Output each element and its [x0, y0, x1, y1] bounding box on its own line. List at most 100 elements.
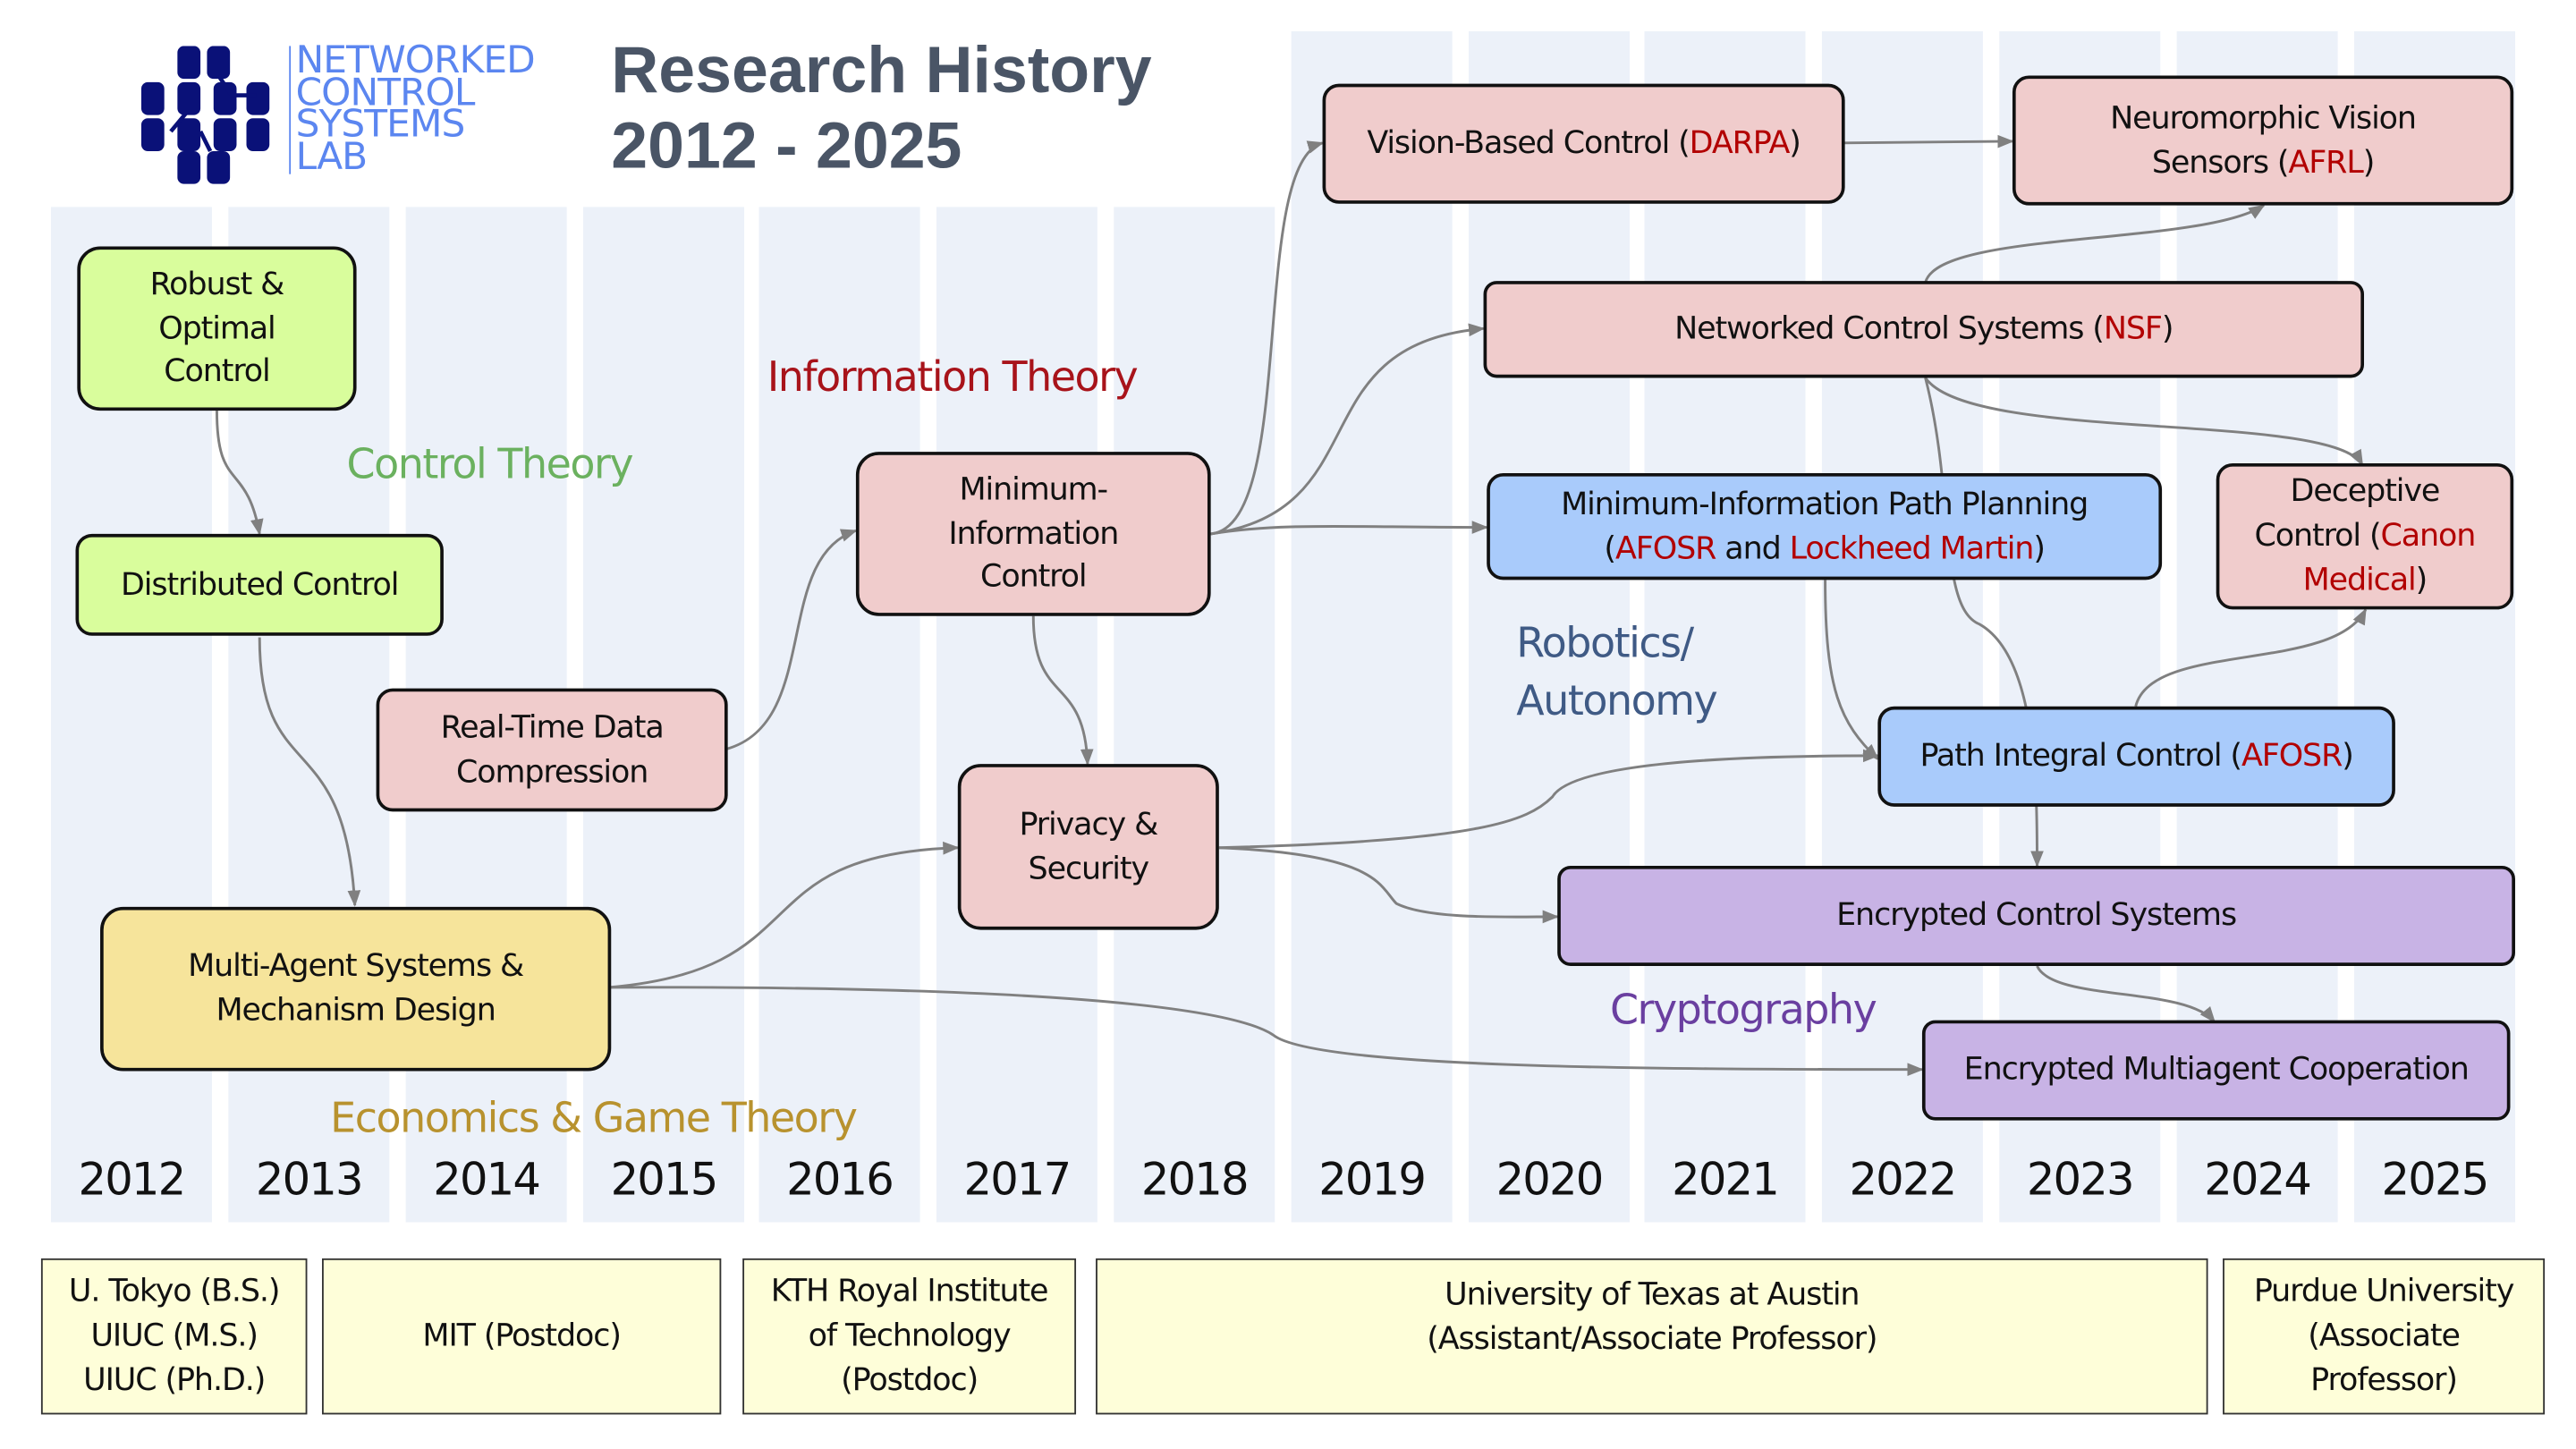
sponsor-darpa: DARPA	[1689, 124, 1791, 162]
circuit-grid-logo-icon	[140, 46, 270, 184]
year-band-2019	[1291, 30, 1453, 1223]
node-text: Robust &	[149, 265, 285, 302]
year-label-2020: 2020	[1496, 1155, 1605, 1207]
institution-text: Professor)	[2310, 1361, 2458, 1399]
paren: )	[1789, 124, 1801, 162]
node-networked-control-systems: Networked Control Systems (NSF)	[1483, 281, 2365, 378]
node-multi-agent-systems: Multi-Agent Systems & Mechanism Design	[100, 906, 612, 1072]
node-encrypted-multiagent-cooperation: Encrypted Multiagent Cooperation	[1921, 1020, 2511, 1121]
node-real-time-data-compression: Real-Time Data Compression	[376, 688, 728, 812]
year-label-2015: 2015	[610, 1155, 719, 1207]
year-label-2017: 2017	[963, 1155, 1072, 1207]
institution-text: MIT (Postdoc)	[422, 1318, 622, 1354]
node-distributed-control: Distributed Control	[75, 533, 444, 636]
year-label-2018: 2018	[1140, 1155, 1250, 1207]
node-privacy-security: Privacy & Security	[957, 764, 1219, 930]
lab-name-line: SYSTEMS	[295, 103, 466, 147]
lab-name: NETWORKED CONTROL SYSTEMS LAB	[289, 39, 536, 179]
node-text: Security	[1028, 850, 1150, 886]
paren: )	[2415, 562, 2428, 598]
area-label-economics-game-theory: Economics & Game Theory	[330, 1094, 858, 1142]
paren: )	[2033, 530, 2046, 566]
institution-text: KTH Royal Institute	[770, 1273, 1049, 1309]
institution-text: U. Tokyo (B.S.)	[68, 1273, 281, 1309]
node-minimum-information-path-planning: Minimum-Information Path Planning (AFOSR…	[1487, 472, 2163, 580]
node-text: Control (Canon	[2255, 514, 2477, 559]
year-label-2013: 2013	[255, 1155, 364, 1207]
institution-text: UIUC (M.S.)	[90, 1318, 258, 1354]
node-path-integral-control: Path Integral Control (AFOSR)	[1877, 706, 2395, 807]
arrow-mininfo-to-vision	[1210, 140, 1325, 536]
node-text: Compression	[455, 753, 648, 790]
arrow-mininfo-to-mipp	[1210, 521, 1489, 536]
title-line-1: Research History	[611, 34, 1152, 107]
year-band-2016	[758, 207, 920, 1223]
node-text: Path Integral Control (AFOSR)	[1919, 734, 2354, 779]
year-band-2017	[936, 207, 1097, 1223]
area-label-control-theory: Control Theory	[346, 440, 634, 488]
node-label: Networked Control Systems (	[1674, 310, 2105, 347]
area-label-cryptography: Cryptography	[1609, 986, 1877, 1034]
node-label: Path Integral Control (	[1919, 737, 2242, 775]
institution-text: UIUC (Ph.D.)	[83, 1361, 266, 1399]
institution-text: University of Texas at Austin	[1445, 1276, 1860, 1313]
arrow-privacy-to-pathint	[1218, 749, 1880, 850]
node-text: Privacy &	[1019, 805, 1158, 843]
node-text: Sensors (AFRL)	[2152, 140, 2376, 185]
area-label-line: Autonomy	[1516, 676, 1717, 724]
arrow-realtime-to-mininfo	[725, 529, 858, 750]
page-title: Research History 2012 - 2025	[611, 33, 1151, 184]
arrow-ncs-to-deceptive	[1924, 377, 2364, 467]
arrow-mininfo-to-ncs	[1210, 323, 1486, 536]
institution-text: (Postdoc)	[841, 1361, 979, 1399]
area-label-information-theory: Information Theory	[767, 352, 1139, 402]
node-vision-based-control: Vision-Based Control (DARPA)	[1322, 83, 1845, 204]
year-label-2024: 2024	[2204, 1155, 2312, 1207]
area-label-line: Robotics/	[1516, 619, 1694, 667]
year-label-2022: 2022	[1849, 1155, 1957, 1207]
arrow-ncs-to-neuromorphic	[1924, 204, 2266, 284]
node-text: Neuromorphic Vision	[2110, 99, 2417, 136]
institution-mit: MIT (Postdoc)	[321, 1258, 722, 1415]
node-neuromorphic-vision-sensors: Neuromorphic Vision Sensors (AFRL)	[2012, 75, 2514, 206]
year-label-2023: 2023	[2026, 1155, 2135, 1207]
node-text: (AFOSR and Lockheed Martin)	[1604, 527, 2046, 572]
conjunction: and	[1716, 530, 1790, 566]
node-minimum-information-control: Minimum- Information Control	[855, 452, 1211, 616]
node-text: Control	[164, 353, 271, 391]
node-label: Vision-Based Control (	[1367, 124, 1690, 162]
lab-name-line: LAB	[295, 135, 369, 179]
year-band-2018	[1114, 207, 1275, 1223]
node-text: Multi-Agent Systems &	[188, 947, 524, 985]
sponsor-afosr: AFOSR	[1614, 530, 1716, 566]
institution-text: of Technology	[808, 1318, 1012, 1354]
institution-kth: KTH Royal Institute of Technology (Postd…	[742, 1258, 1077, 1415]
node-text: Medical)	[2303, 558, 2428, 603]
institution-tokyo-uiuc: U. Tokyo (B.S.) UIUC (M.S.) UIUC (Ph.D.)	[40, 1258, 308, 1415]
sponsor-nsf: NSF	[2103, 310, 2163, 347]
paren: )	[2161, 310, 2174, 347]
lab-logo	[138, 46, 285, 184]
node-text: Deceptive	[2290, 473, 2441, 510]
node-encrypted-control-systems: Encrypted Control Systems	[1557, 865, 2515, 966]
paren: )	[2342, 737, 2354, 775]
title-line-2: 2012 - 2025	[611, 110, 962, 182]
node-text: Real-Time Data	[440, 708, 665, 746]
node-robust-optimal-control: Robust & Optimal Control	[77, 246, 357, 411]
sponsor-afrl: AFRL	[2288, 143, 2363, 181]
year-label-2012: 2012	[78, 1155, 187, 1207]
year-label-2014: 2014	[433, 1155, 541, 1207]
institution-text: (Assistant/Associate Professor)	[1427, 1320, 1877, 1358]
year-label-2021: 2021	[1672, 1155, 1780, 1207]
node-text: Control	[980, 559, 1088, 596]
node-text: Encrypted Multiagent Cooperation	[1963, 1051, 2470, 1088]
sponsor-afosr: AFOSR	[2241, 737, 2343, 775]
arrow-robust-to-distributed	[215, 411, 264, 536]
node-text: Networked Control Systems (NSF)	[1674, 307, 2174, 352]
node-text: Vision-Based Control (DARPA)	[1367, 122, 1801, 166]
lab-name-line: NETWORKED	[295, 39, 536, 82]
paren: )	[2362, 143, 2376, 181]
node-text: Optimal	[158, 309, 275, 346]
arrow-multiagent-to-privacy	[609, 841, 960, 989]
